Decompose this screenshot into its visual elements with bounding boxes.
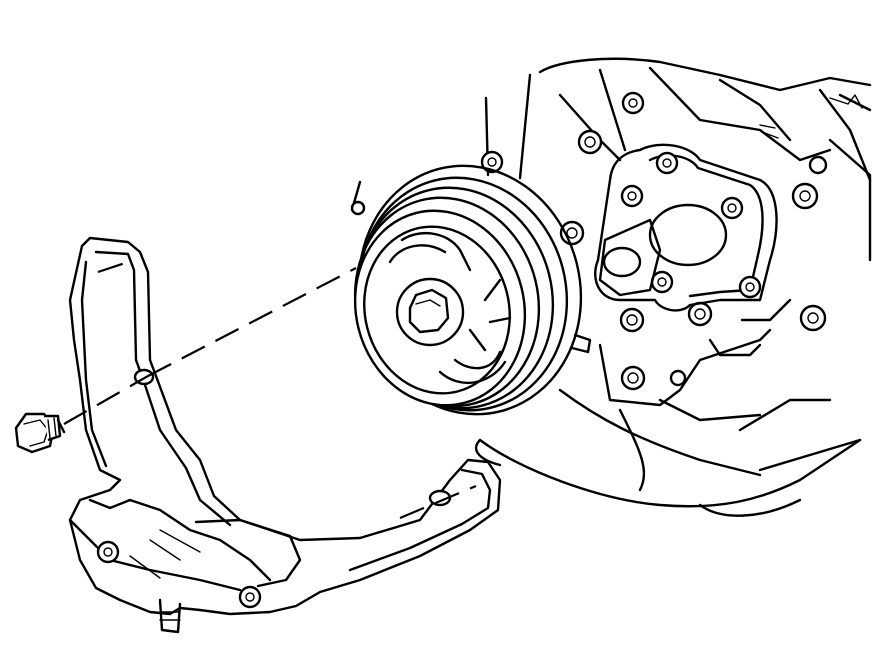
water-pump-housing [594,143,778,312]
mount-bracket [68,236,502,634]
crankshaft-pulley [350,164,592,416]
engine-block [474,57,872,517]
bolt-guide-line [63,375,149,425]
assembly-guide-lines [63,260,477,520]
bracket-to-pulley-guide-line [147,267,357,377]
flange-bolt-icon [480,91,828,391]
lower-bracket-guide-line [399,484,477,520]
upper-bracket-guide-line [97,260,129,274]
bolt-icon [14,412,66,454]
